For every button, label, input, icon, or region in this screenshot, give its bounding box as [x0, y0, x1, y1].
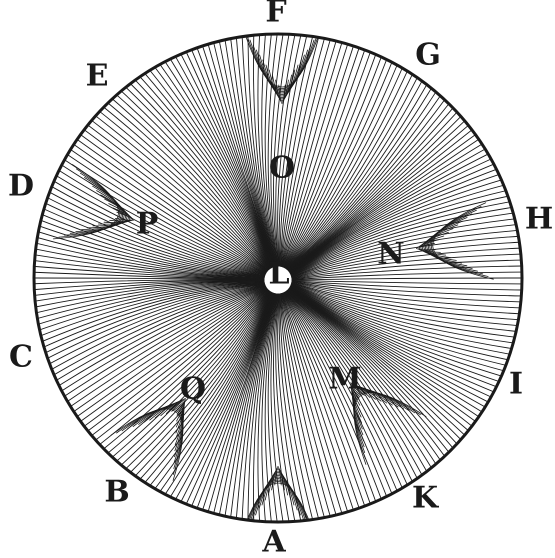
- label-n: N: [377, 237, 404, 272]
- label-g: G: [415, 38, 441, 73]
- label-d: D: [8, 169, 34, 204]
- label-c: C: [9, 340, 33, 375]
- label-l: L: [268, 257, 289, 292]
- hatch-line: [280, 294, 314, 526]
- hatch-line: [291, 285, 512, 367]
- label-i: I: [509, 367, 523, 402]
- hatch-line: [122, 407, 183, 468]
- label-f: F: [265, 0, 286, 30]
- label-a: A: [261, 525, 286, 558]
- label-h: H: [525, 202, 553, 237]
- label-o: O: [269, 151, 295, 186]
- label-m: M: [328, 362, 361, 397]
- hatch-line: [253, 45, 311, 92]
- label-k: K: [412, 481, 439, 516]
- label-q: Q: [180, 372, 206, 407]
- label-e: E: [86, 59, 109, 94]
- label-p: P: [136, 207, 159, 242]
- label-b: B: [104, 475, 129, 510]
